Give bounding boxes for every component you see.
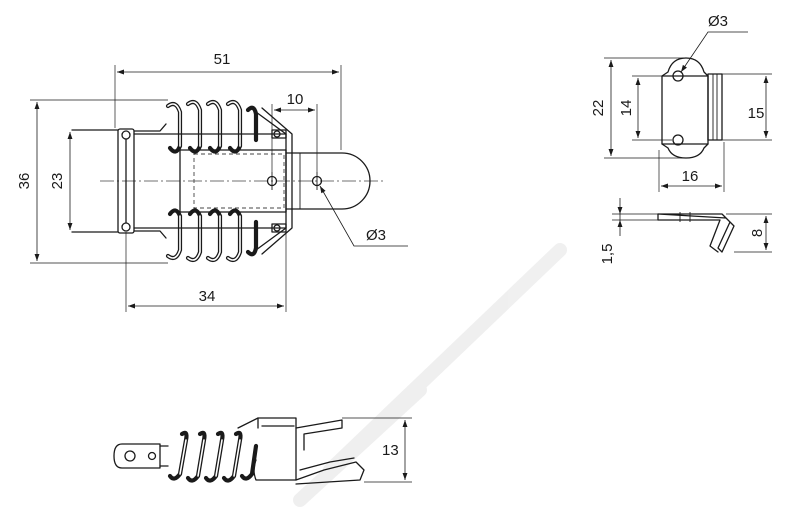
keeper-dim-depth: 16 <box>682 168 699 185</box>
dim-body-length: 34 <box>199 288 216 305</box>
keeper-dim-thickness: 1,5 <box>599 244 616 265</box>
spring-top <box>165 99 259 154</box>
keeper-hole-top <box>672 70 684 82</box>
latch-body <box>179 107 293 255</box>
latch-top-view: 51 10 36 23 34 Ø3 <box>16 51 408 312</box>
keeper-hole-bottom <box>672 134 684 146</box>
dim-overall-length: 51 <box>214 51 231 68</box>
keeper-side-view: 1,5 8 <box>599 198 772 264</box>
side-dim-height: 13 <box>382 442 399 459</box>
hook-tongue <box>285 152 371 210</box>
keeper-dim-hole-spacing: 14 <box>618 100 635 117</box>
keeper-front-view: Ø3 22 14 15 16 <box>590 13 772 192</box>
keeper-dim-height: 22 <box>590 100 607 117</box>
watermark <box>293 243 567 507</box>
dim-pin-height: 23 <box>49 173 66 190</box>
keeper-dim-height-side: 8 <box>749 229 766 237</box>
keeper-dim-width: 15 <box>748 105 765 122</box>
dim-hole-diameter: Ø3 <box>366 227 386 244</box>
keeper-dim-hole-diameter: Ø3 <box>708 13 728 30</box>
latch-side-view: 13 <box>113 417 412 485</box>
dim-hole-spacing: 10 <box>287 91 304 108</box>
spring-bottom <box>165 208 259 263</box>
dim-overall-height: 36 <box>16 173 33 190</box>
